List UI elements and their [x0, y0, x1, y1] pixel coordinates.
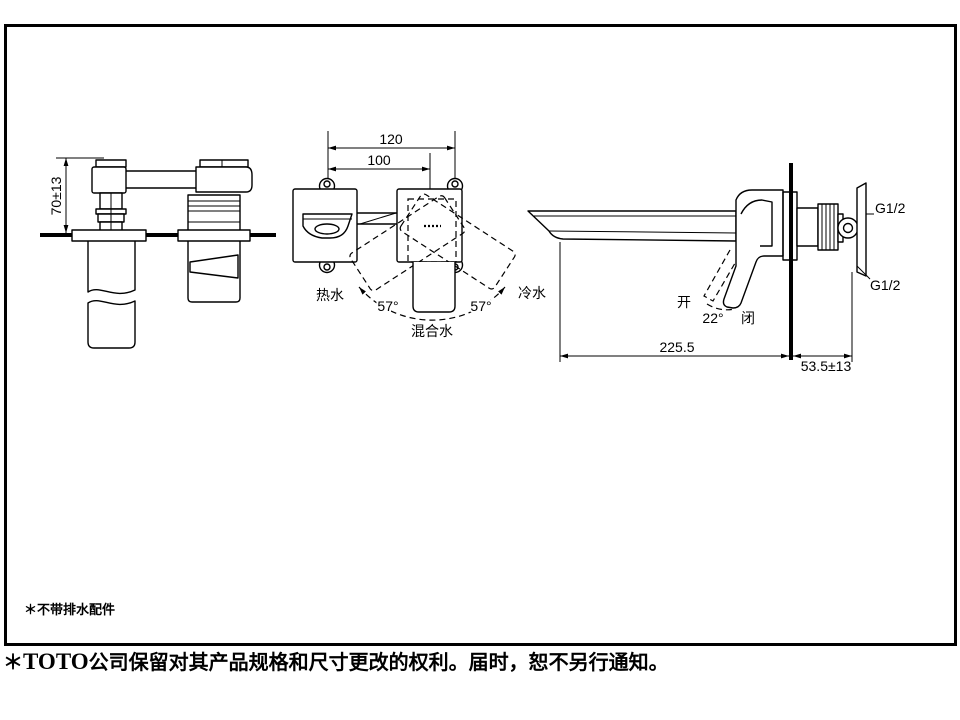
drain-note: ＊不带排水配件 — [24, 602, 115, 617]
side-view: G1/2 G1/2 开 22° 闭 225.5 53.5±13 — [527, 163, 906, 374]
thread-upper-label: G1/2 — [875, 200, 906, 216]
outer-dimension-label: 120 — [379, 131, 403, 147]
footer-asterisk: ＊ — [3, 652, 23, 674]
screw-hole — [451, 180, 459, 188]
valve-cylinder — [817, 203, 839, 251]
top-view: 120 100 — [292, 131, 546, 341]
right-valve-cylinder — [187, 194, 241, 232]
handle-cold-position — [399, 193, 516, 290]
thread-lower-label: G1/2 — [870, 277, 901, 293]
brand-name: TOTO — [23, 649, 89, 674]
thread-lower-leader — [856, 265, 871, 280]
hot-angle-label: 57° — [377, 298, 398, 314]
mounting-surface-line — [40, 233, 276, 237]
drawing-frame — [4, 24, 957, 646]
connecting-bar — [123, 170, 203, 189]
left-valve-cap — [95, 159, 127, 168]
spout-upper-part — [87, 241, 136, 295]
open-label: 开 — [677, 294, 691, 310]
handle-hot-position — [349, 195, 466, 292]
footer-text: 公司保留对其产品规格和尺寸更改的权利。届时，恕不另行通知。 — [88, 652, 669, 674]
screw-hole — [323, 180, 331, 188]
lever-angle-label: 22° — [702, 310, 723, 326]
hot-water-label: 热水 — [316, 287, 344, 303]
wall-depth-label: 53.5±13 — [801, 358, 852, 374]
spout-projection-label: 225.5 — [659, 339, 694, 355]
valve-nut — [796, 207, 819, 247]
inner-dimension-label: 100 — [367, 152, 391, 168]
cold-water-label: 冷水 — [518, 285, 546, 301]
mounting-bracket — [856, 182, 867, 277]
lever-face-detail — [740, 199, 773, 247]
cold-angle-label: 57° — [470, 298, 491, 314]
right-valve-body — [195, 166, 253, 193]
height-dimension-label: 70±13 — [48, 176, 64, 215]
screw-hole — [323, 263, 331, 271]
spout-nozzle-edge — [548, 230, 737, 234]
valve-body-lever — [722, 189, 784, 309]
spout-escutcheon — [71, 229, 147, 242]
handle-lever-face — [189, 254, 239, 279]
close-label: 闭 — [741, 310, 755, 326]
left-valve-body — [91, 166, 127, 194]
spout-profile — [527, 210, 737, 242]
lever-swing-arc — [706, 303, 736, 311]
mixed-water-label: 混合水 — [411, 323, 453, 339]
right-valve-cap — [199, 159, 249, 168]
handle-escutcheon — [177, 229, 251, 242]
handle-lever — [412, 262, 456, 313]
aerator — [314, 223, 340, 235]
front-view: 70±13 — [40, 157, 276, 349]
rotation-arc — [358, 286, 506, 321]
inlet-connection-bore — [842, 222, 854, 234]
spout-lower-part — [87, 300, 136, 349]
pipe-detail — [359, 212, 397, 225]
handle-body — [187, 241, 241, 303]
disclaimer-footer: ＊TOTO公司保留对其产品规格和尺寸更改的权利。届时，恕不另行通知。 — [3, 649, 669, 675]
